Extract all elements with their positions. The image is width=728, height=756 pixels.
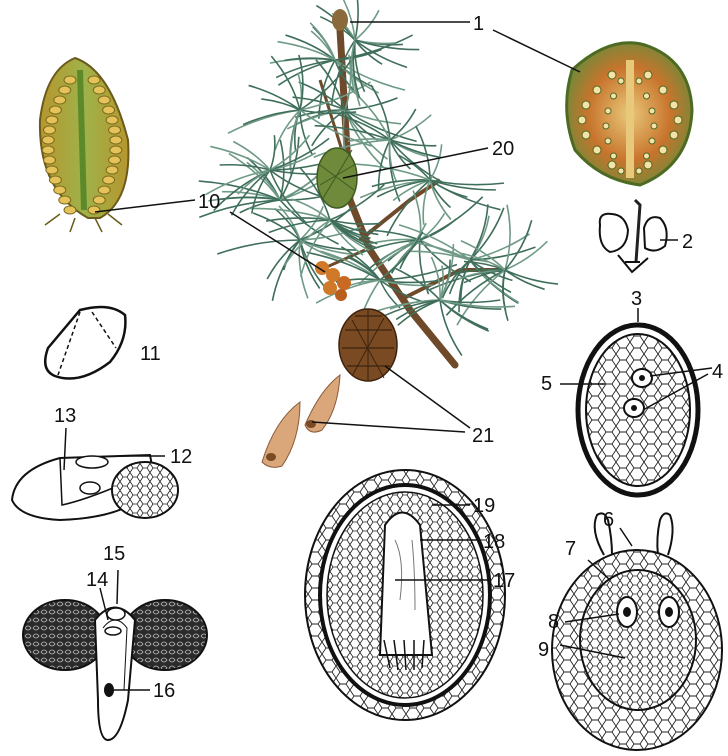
label-8: 8 <box>548 611 559 633</box>
winged-seeds <box>262 375 340 467</box>
female-cone-section <box>567 43 692 185</box>
pine-branch-illustration <box>199 0 558 467</box>
young-female-cone <box>332 9 348 31</box>
pine-needles <box>199 0 558 356</box>
seed-scale-with-ovules <box>600 200 667 272</box>
label-9: 9 <box>538 639 549 661</box>
label-15: 15 <box>103 543 125 565</box>
label-10: 10 <box>198 191 220 213</box>
ovule-with-archegonia <box>578 325 698 495</box>
label-18: 18 <box>483 531 505 553</box>
opened-microsporangium <box>12 455 178 520</box>
label-7: 7 <box>565 538 576 560</box>
label-1: 1 <box>473 13 484 35</box>
label-17: 17 <box>493 570 515 592</box>
label-11: 11 <box>140 343 161 365</box>
label-3: 3 <box>631 288 642 310</box>
ovule-with-female-gametophyte <box>552 513 722 750</box>
microsporophyll <box>45 307 125 379</box>
leader-6 <box>620 528 632 546</box>
male-cone-section <box>40 58 129 232</box>
leader-1b <box>493 30 580 72</box>
label-4: 4 <box>712 361 723 383</box>
label-16: 16 <box>153 680 175 702</box>
label-6: 6 <box>603 509 614 531</box>
label-20: 20 <box>492 138 514 160</box>
label-12: 12 <box>170 446 192 468</box>
leader-21b <box>312 422 465 432</box>
label-21: 21 <box>472 425 494 447</box>
label-14: 14 <box>86 569 108 591</box>
leader-21a <box>385 366 470 428</box>
label-13: 13 <box>54 405 76 427</box>
germinating-pollen-grain <box>23 600 207 740</box>
label-5: 5 <box>541 373 552 395</box>
leader-15 <box>117 570 118 604</box>
mature-brown-cone <box>339 309 397 381</box>
label-2: 2 <box>682 231 693 253</box>
label-19: 19 <box>473 495 495 517</box>
